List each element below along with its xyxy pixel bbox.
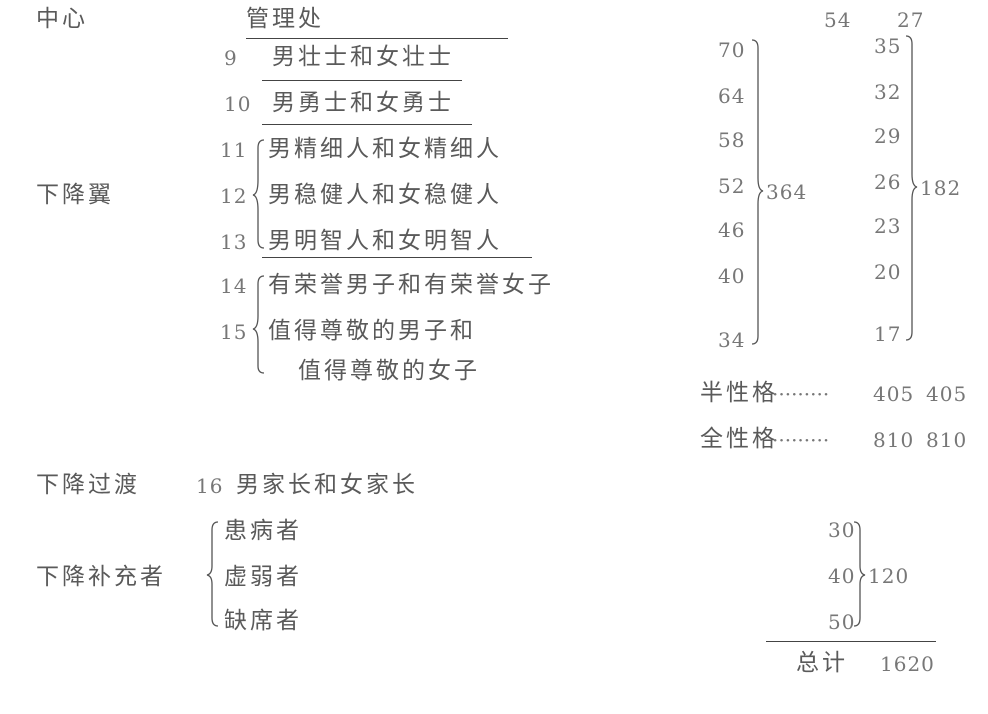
transition-number: 16 [196, 474, 224, 498]
col-a-value: 64 [718, 84, 746, 108]
row-number: 10 [224, 92, 252, 116]
row-rule [262, 124, 472, 125]
total-value: 1620 [880, 652, 935, 676]
row-text: 值得尊敬的女子 [298, 358, 480, 384]
group-label: 下降翼 [36, 182, 114, 208]
col-a-value: 52 [718, 174, 746, 198]
row-rule [262, 80, 462, 81]
col-b-value: 20 [874, 260, 902, 284]
row-number: 9 [224, 46, 238, 70]
full-dots: ········· [772, 428, 830, 452]
row-brace [252, 275, 265, 374]
supplement-value: 50 [828, 610, 856, 634]
col-a-value: 58 [718, 128, 746, 152]
half-value-b: 405 [926, 382, 968, 406]
row-text: 男壮士和女壮士 [272, 44, 454, 70]
supplement-sum: 120 [868, 564, 910, 588]
col-b-value: 32 [874, 80, 902, 104]
supplement-value: 40 [828, 564, 856, 588]
supplement-item: 患病者 [224, 518, 302, 544]
total-label: 总计 [796, 650, 848, 676]
half-dots: ········· [772, 382, 830, 406]
row-number: 12 [220, 184, 248, 208]
col-a-sum: 364 [766, 180, 808, 204]
row-text: 男精细人和女精细人 [268, 136, 502, 162]
transition-label: 下降过渡 [36, 472, 140, 498]
supplement-label: 下降补充者 [36, 564, 166, 590]
header-center-label: 中心 [36, 6, 88, 32]
col-b-sum: 182 [920, 176, 962, 200]
col-b-value: 29 [874, 124, 902, 148]
header-rule [246, 38, 508, 39]
half-label: 半性格 [700, 380, 778, 406]
col-a-brace [751, 39, 764, 345]
col-b-value: 26 [874, 170, 902, 194]
row-text: 男稳健人和女稳健人 [268, 182, 502, 208]
total-rule [766, 641, 936, 642]
supplement-item: 缺席者 [224, 608, 302, 634]
transition-text: 男家长和女家长 [236, 472, 418, 498]
row-number: 14 [220, 274, 248, 298]
full-value-a: 810 [873, 428, 915, 452]
half-value-a: 405 [873, 382, 915, 406]
row-number: 11 [220, 138, 248, 162]
supplement-sum-brace [853, 521, 866, 627]
row-text: 男明智人和女明智人 [268, 228, 502, 254]
supplement-item: 虚弱者 [224, 564, 302, 590]
supplement-brace [206, 521, 219, 627]
col-b-brace [905, 35, 918, 341]
row-text: 男勇士和女勇士 [272, 90, 454, 116]
col-b-value: 17 [874, 322, 902, 346]
full-value-b: 810 [926, 428, 968, 452]
row-rule [262, 257, 532, 258]
header-col-b-value: 27 [897, 8, 925, 32]
row-text: 有荣誉男子和有荣誉女子 [268, 272, 554, 298]
header-col-a-value: 54 [824, 8, 852, 32]
col-b-value: 23 [874, 214, 902, 238]
col-a-value: 46 [718, 218, 746, 242]
header-admin-label: 管理处 [246, 6, 324, 32]
full-label: 全性格 [700, 426, 778, 452]
row-number: 13 [220, 230, 248, 254]
col-a-value: 40 [718, 264, 746, 288]
col-a-value: 70 [718, 38, 746, 62]
supplement-value: 30 [828, 518, 856, 542]
col-b-value: 35 [874, 34, 902, 58]
col-a-value: 34 [718, 328, 746, 352]
row-brace [252, 139, 265, 249]
row-number: 15 [220, 320, 248, 344]
row-text: 值得尊敬的男子和 [268, 318, 476, 344]
